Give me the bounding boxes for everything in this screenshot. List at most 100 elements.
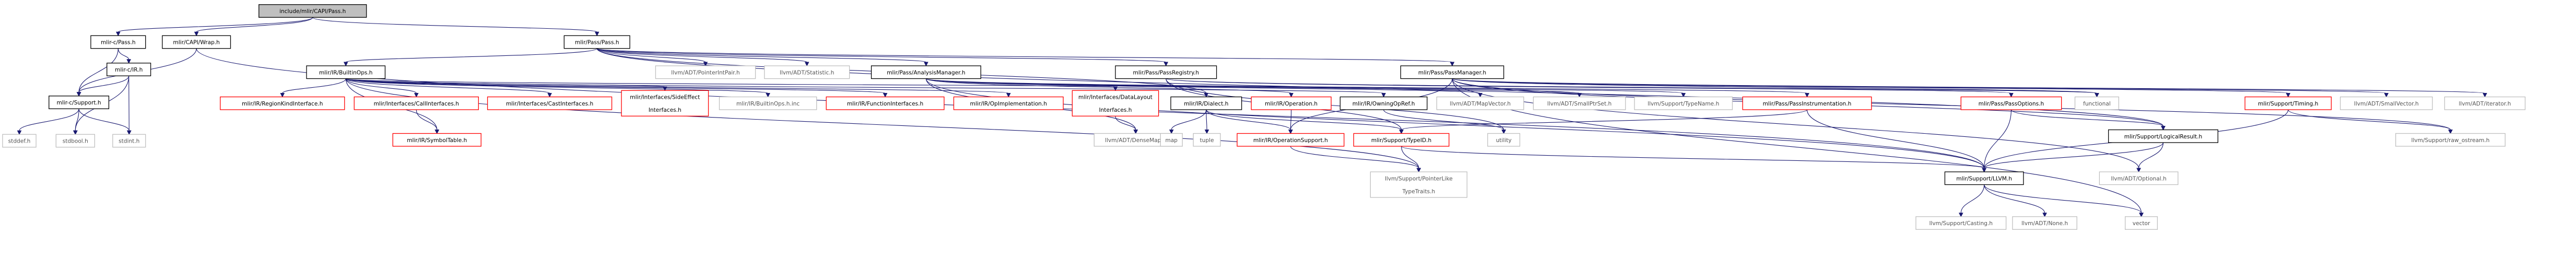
edge-root-to-mlir_c_pass: [117, 17, 313, 32]
node-pointerintpair: llvm/ADT/PointerIntPair.h: [655, 65, 756, 79]
node-map: map: [1160, 133, 1183, 147]
edge-arrowhead: [766, 93, 770, 98]
edge-builtinops-to-owningopref: [345, 78, 1384, 94]
node-label: utility: [1496, 137, 1512, 144]
node-label: stdbool.h: [63, 138, 88, 145]
node-analysismanager[interactable]: mlir/Pass/AnalysisManager.h: [871, 65, 981, 79]
node-passoptions[interactable]: mlir/Pass/PassOptions.h: [1960, 96, 2062, 110]
node-label: mlir/IR/RegionKindInterface.h: [242, 101, 323, 107]
edge-arrowhead: [434, 130, 440, 134]
node-label: mlir/Interfaces/DataLayout: [1078, 95, 1152, 101]
node-label: mlir/Interfaces/CastInterfaces.h: [506, 101, 593, 107]
node-opimpl[interactable]: mlir/IR/OpImplementation.h: [953, 96, 1064, 110]
node-dialect[interactable]: mlir/IR/Dialect.h: [1170, 96, 1242, 110]
edge-arrowhead: [2139, 213, 2144, 217]
node-casting: llvm/Support/Casting.h: [1915, 216, 2007, 230]
node-callinterfaces[interactable]: mlir/Interfaces/CallInterfaces.h: [354, 96, 479, 110]
node-mlir-c-pass[interactable]: mlir-c/Pass.h: [90, 35, 146, 49]
edge-arrowhead: [1982, 168, 1986, 173]
node-capi-wrap[interactable]: mlir/CAPI/Wrap.h: [162, 35, 231, 49]
node-label: mlir/Pass/PassRegistry.h: [1133, 69, 1199, 76]
edge-arrowhead: [1450, 62, 1455, 67]
node-label: mlir/Support/TypeID.h: [1371, 137, 1431, 144]
node-passmanager[interactable]: mlir/Pass/PassManager.h: [1400, 65, 1504, 79]
node-box: [1193, 133, 1221, 147]
edge-logicalresult-to-optional: [2138, 142, 2164, 169]
edge-arrowhead: [1113, 86, 1118, 91]
node-operation[interactable]: mlir/IR/Operation.h: [1251, 96, 1332, 110]
node-label: stddef.h: [8, 138, 31, 145]
node-box: [563, 35, 630, 49]
edge-builtinops-to-builtinops_inc: [345, 78, 769, 94]
node-passinstr[interactable]: mlir/Pass/PassInstrumentation.h: [1742, 96, 1872, 110]
edge-datalayout-to-densemap: [1115, 116, 1136, 130]
node-label: llvm/Support/TypeName.h: [1648, 101, 1719, 107]
edge-analysismanager-to-typename: [925, 78, 1684, 94]
node-functionif[interactable]: mlir/IR/FunctionInterfaces.h: [826, 96, 945, 110]
node-box: [354, 96, 479, 110]
node-box: [2012, 216, 2077, 230]
node-box: [2108, 129, 2218, 143]
edge-arrowhead: [1681, 93, 1686, 98]
edge-timing-to-raw_ostream: [2288, 109, 2451, 131]
node-castinterfaces[interactable]: mlir/Interfaces/CastInterfaces.h: [487, 96, 613, 110]
node-root[interactable]: include/mlir/CAPI/Pass.h: [258, 4, 367, 18]
edge-arrowhead: [1805, 93, 1809, 98]
edge-typeid-to-llvm_h: [1401, 146, 1985, 169]
node-owningopref[interactable]: mlir/IR/OwningOpRef.h: [1339, 96, 1428, 110]
node-pass-pass[interactable]: mlir/Pass/Pass.h: [563, 35, 630, 49]
node-box: [112, 134, 146, 148]
node-label: include/mlir/CAPI/Pass.h: [279, 8, 346, 15]
node-raw-ostream: llvm/Support/raw_ostream.h: [2395, 133, 2506, 147]
node-box: [2074, 96, 2120, 110]
node-opsupport[interactable]: mlir/IR/OperationSupport.h: [1237, 133, 1345, 147]
node-label: mlir/Pass/Pass.h: [575, 40, 619, 46]
node-label: mlir-c/Support.h: [57, 100, 101, 106]
edge-arrowhead: [2483, 93, 2487, 98]
edge-arrowhead: [883, 93, 888, 98]
edge-arrowhead: [703, 62, 708, 67]
edge-arrowhead: [73, 130, 78, 135]
edge-builtinops-to-pointerliketypetraits: [345, 78, 1419, 169]
node-box: [1960, 96, 2062, 110]
edge-arrowhead: [1381, 93, 1386, 98]
node-typeid[interactable]: mlir/Support/TypeID.h: [1353, 133, 1450, 147]
node-label: vector: [2133, 220, 2150, 227]
edge-arrowhead: [2384, 93, 2389, 98]
node-label: functional: [2083, 101, 2111, 107]
node-stdint: stdint.h: [112, 134, 146, 148]
edge-typeid-to-pointerliketypetraits: [1401, 146, 1419, 169]
node-logicalresult[interactable]: mlir/Support/LogicalResult.h: [2108, 129, 2218, 143]
node-box: [1370, 171, 1467, 198]
dependency-edges: [17, 17, 2487, 217]
node-passregistry[interactable]: mlir/Pass/PassRegistry.h: [1115, 65, 1217, 79]
edge-arrowhead: [280, 93, 285, 98]
node-label: llvm/ADT/SmallPtrSet.h: [1547, 101, 1612, 107]
node-builtinops-inc: mlir/IR/BuiltinOps.h.inc: [719, 96, 817, 110]
node-builtinops[interactable]: mlir/IR/BuiltinOps.h: [306, 65, 386, 79]
dependency-nodes: include/mlir/CAPI/Pass.h mlir-c/Pass.h mli…: [2, 4, 2526, 230]
node-timing[interactable]: mlir/Support/Timing.h: [2244, 96, 2332, 110]
node-regionkind[interactable]: mlir/IR/RegionKindInterface.h: [220, 96, 345, 110]
node-label: mlir/IR/BuiltinOps.h.inc: [736, 101, 800, 107]
node-symboltable[interactable]: mlir/IR/SymbolTable.h: [392, 133, 481, 147]
node-label: map: [1166, 137, 1178, 144]
node-box: [1115, 65, 1217, 79]
node-mlir-c-support[interactable]: mlir-c/Support.h: [49, 96, 110, 109]
node-box: [1400, 65, 1504, 79]
node-box: [107, 63, 151, 76]
node-llvm-h[interactable]: mlir/Support/LLVM.h: [1944, 171, 2024, 185]
node-label: mlir/Pass/PassManager.h: [1418, 69, 1486, 76]
node-label: llvm/Support/PointerLike: [1385, 176, 1453, 182]
node-box: [1533, 96, 1626, 110]
node-stddef: stddef.h: [2, 134, 37, 148]
edge-arrowhead: [2161, 126, 2166, 131]
node-box: [953, 96, 1064, 110]
node-label: mlir/IR/Operation.h: [1265, 101, 1318, 107]
node-mlir-c-ir[interactable]: mlir-c/IR.h: [107, 63, 151, 76]
node-box: [1339, 96, 1428, 110]
